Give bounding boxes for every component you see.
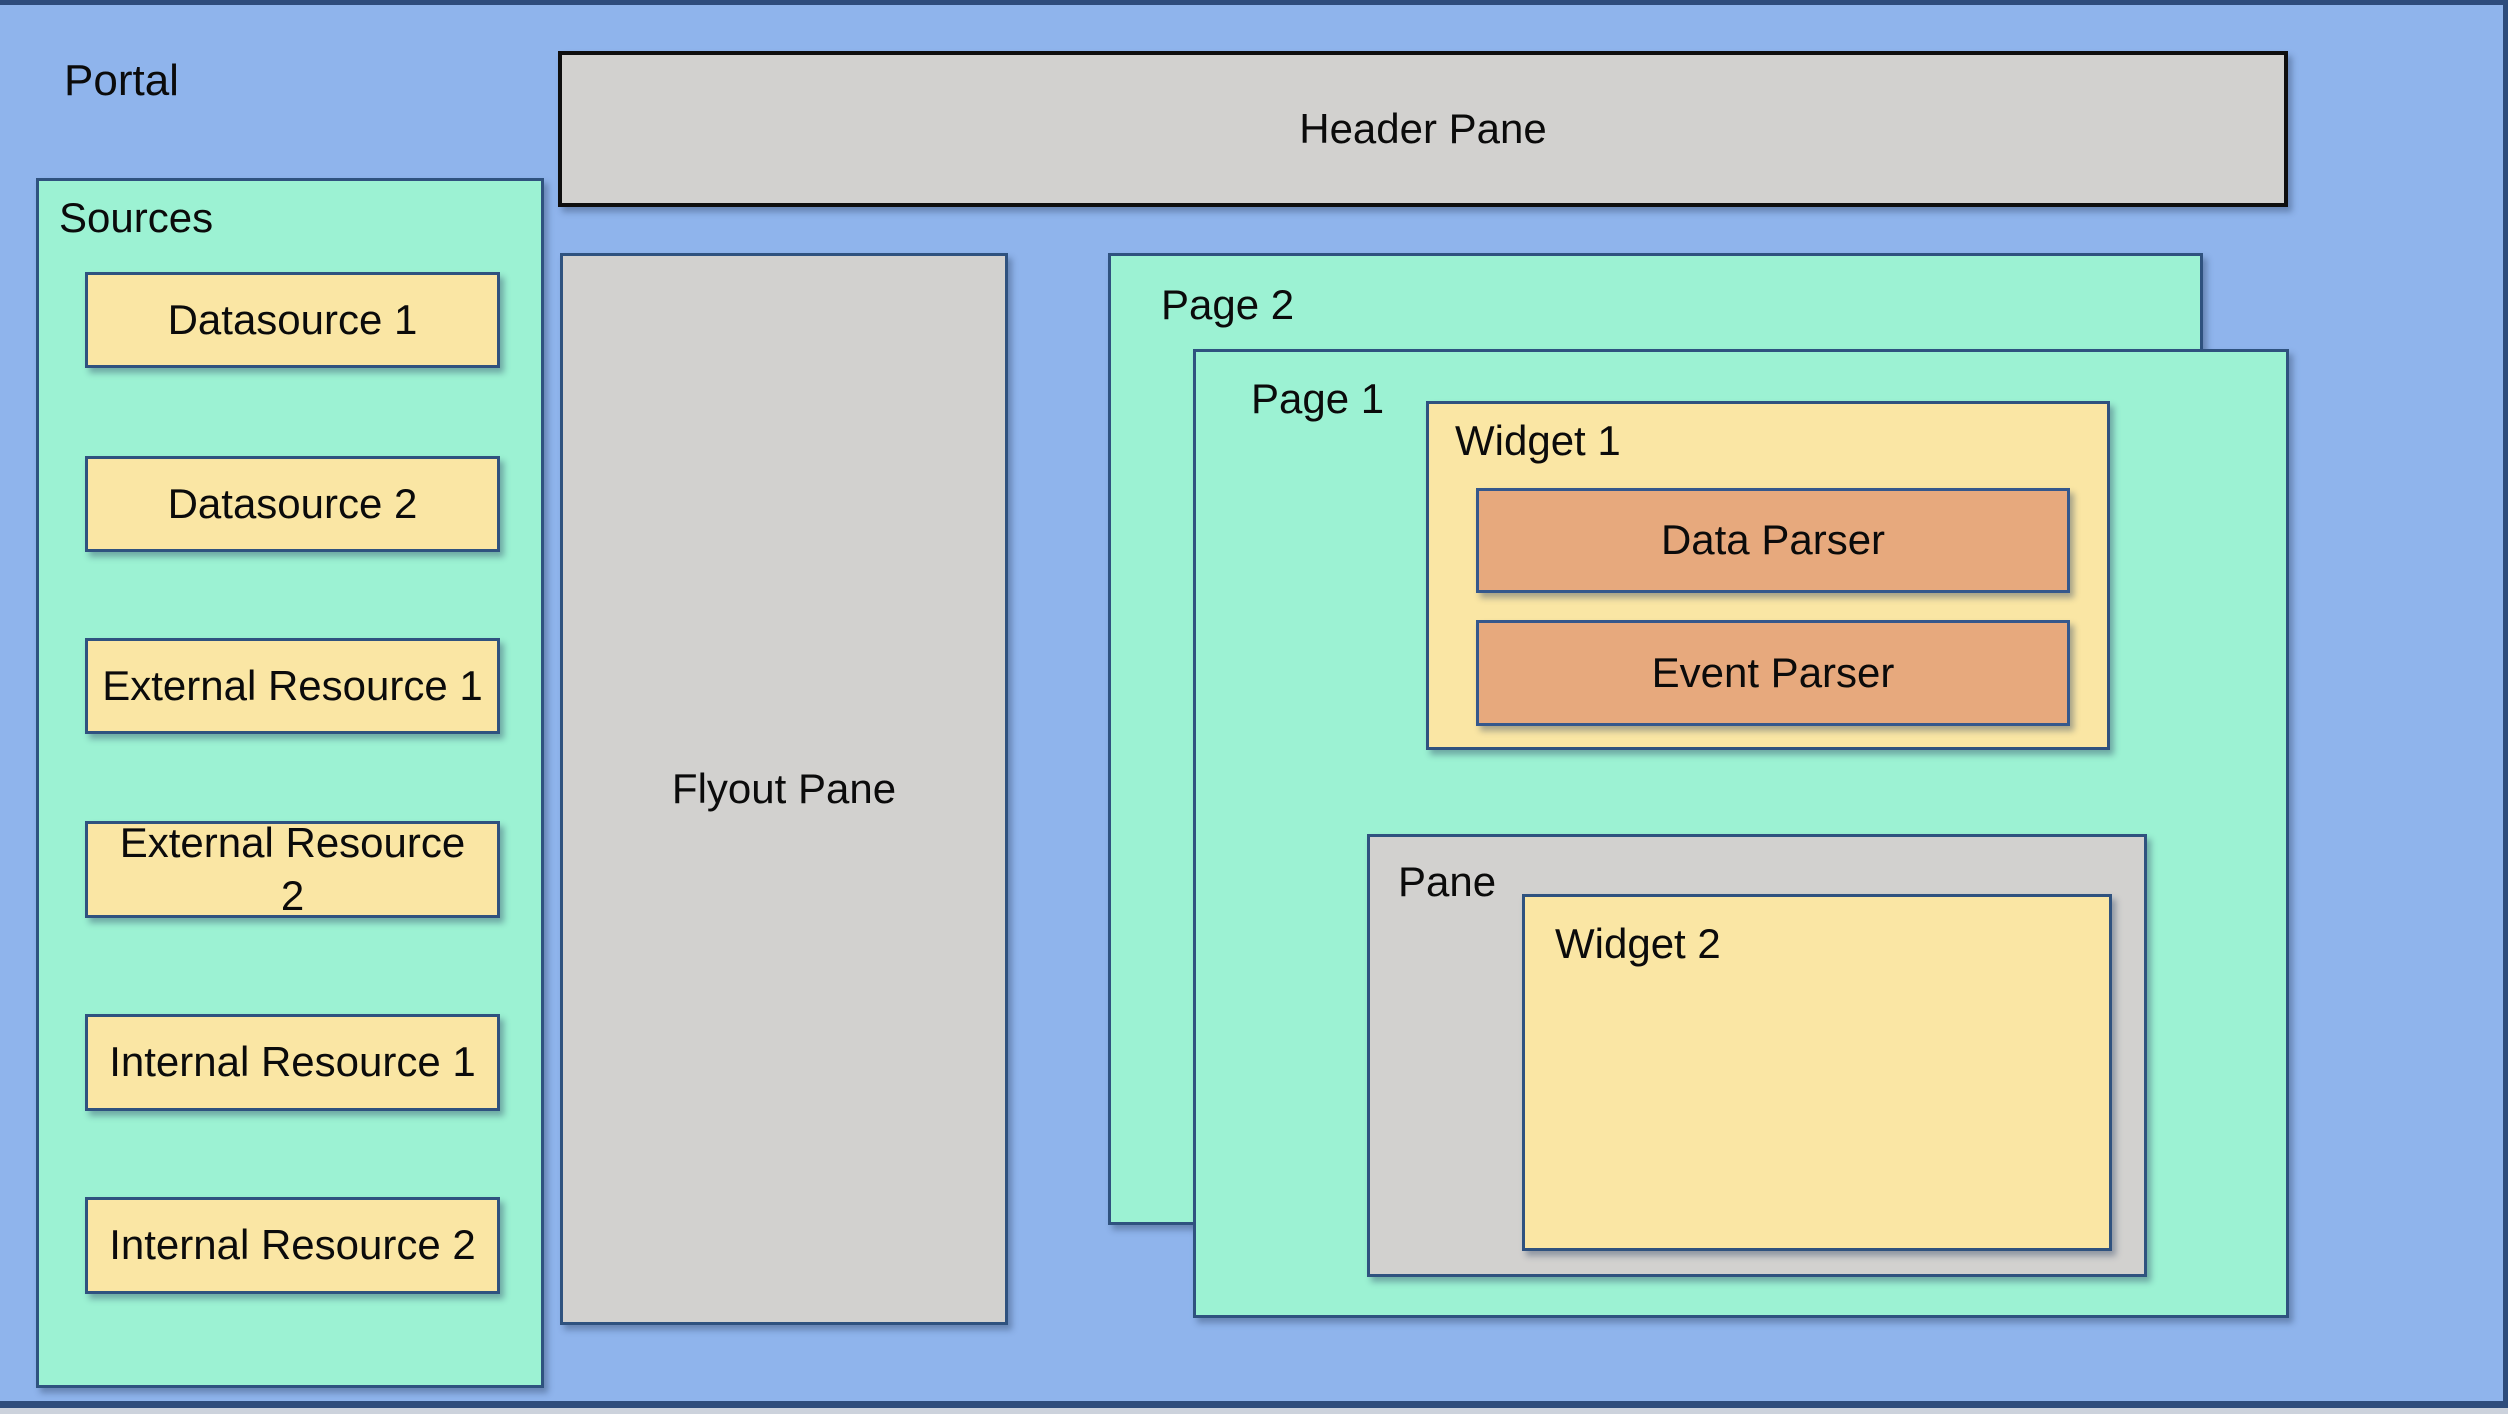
source-box-label: External Resource 2 [119,819,466,919]
canvas-bottom-border [0,1401,2508,1408]
pane: Pane Widget 2 [1367,834,2147,1277]
widget-2: Widget 2 [1522,894,2112,1251]
canvas-bottom-edge [0,1408,2508,1414]
source-box-datasource-2: Datasource 2 [85,456,500,552]
source-box-label: Datasource 2 [167,479,418,527]
page-1-label: Page 1 [1251,375,1385,422]
header-pane-label: Header Pane [1299,104,1547,152]
flyout-pane-label: Flyout Pane [671,764,897,812]
source-box-external-resource-1: External Resource 1 [85,638,500,734]
source-box-label: Internal Resource 2 [109,1221,476,1269]
flyout-pane: Flyout Pane [560,253,1008,1325]
portal-label: Portal [64,56,179,105]
source-box-internal-resource-1: Internal Resource 1 [85,1014,500,1111]
canvas-top-border [0,0,2508,5]
source-box-label: Datasource 1 [167,295,418,343]
event-parser: Event Parser [1476,620,2070,726]
pane-label: Pane [1398,858,1497,905]
sources-title: Sources [59,194,214,241]
widget-1-label: Widget 1 [1455,417,1621,464]
source-box-label: Internal Resource 1 [109,1038,476,1086]
page-1-panel: Page 1 Widget 1 Data Parser Event Parser… [1193,349,2289,1318]
source-box-datasource-1: Datasource 1 [85,272,500,368]
event-parser-label: Event Parser [1651,648,1895,696]
data-parser-label: Data Parser [1660,516,1886,564]
widget-2-label: Widget 2 [1555,920,1721,967]
sources-panel: Sources Datasource 1 Datasource 2 Extern… [36,178,544,1388]
page-2-label: Page 2 [1161,281,1295,328]
source-box-external-resource-2: External Resource 2 [85,819,500,919]
source-box-internal-resource-2: Internal Resource 2 [85,1197,500,1294]
header-pane: Header Pane [558,51,2288,207]
source-box-label: External Resource 1 [102,661,483,709]
canvas-right-border [2503,0,2508,1408]
data-parser: Data Parser [1476,488,2070,593]
widget-1: Widget 1 Data Parser Event Parser [1426,401,2110,750]
